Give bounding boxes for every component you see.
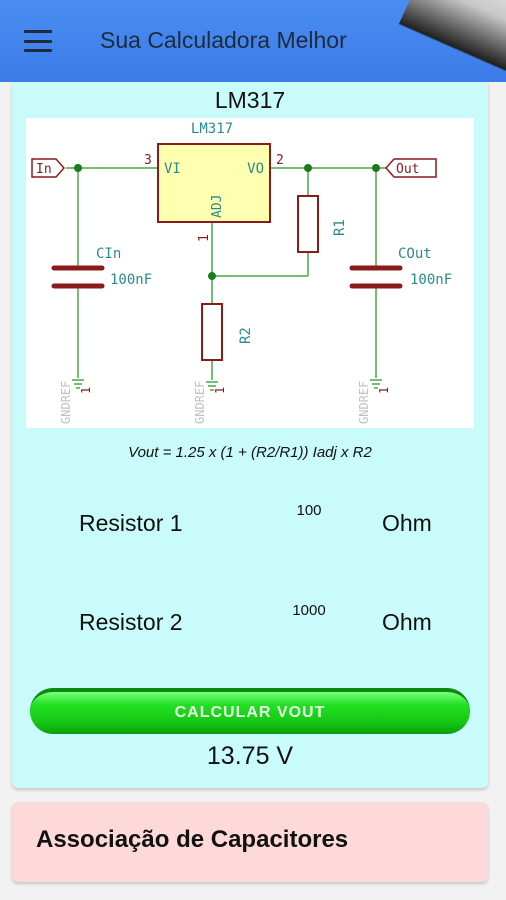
svg-text:100nF: 100nF [410,272,452,288]
svg-text:2: 2 [276,153,284,168]
resistor2-label: Resistor 2 [79,609,183,635]
svg-text:GNDREF: GNDREF [59,381,73,424]
svg-text:1: 1 [213,387,227,394]
svg-text:VI: VI [164,161,181,177]
appbar-sheen [368,0,506,82]
svg-text:LM317: LM317 [191,121,233,137]
resistor1-input[interactable]: 100 [296,502,322,519]
hamburger-menu-icon[interactable] [24,30,52,52]
resistor2-unit: Ohm [382,609,432,635]
svg-text:1: 1 [197,234,212,242]
svg-text:R2: R2 [238,327,254,344]
svg-text:Out: Out [396,162,419,177]
capacitor-association-card[interactable]: Associação de Capacitores [12,802,488,882]
capacitor-association-title: Associação de Capacitores [36,826,349,853]
app-bar: Sua Calculadora Melhor [0,0,506,82]
resistor1-label: Resistor 1 [79,510,183,536]
vout-result: 13.75 V [206,742,294,770]
lm317-schematic: LM317 VI VO ADJ 3 2 1 In Out CIn 100nF C… [26,118,474,428]
vout-formula: Vout = 1.25 x (1 + (R2/R1)) Iadj x R2 [128,444,372,461]
svg-text:R1: R1 [332,219,348,236]
svg-text:COut: COut [398,246,432,262]
svg-text:CIn: CIn [96,246,121,262]
app-title: Sua Calculadora Melhor [100,27,347,53]
resistor2-input[interactable]: 1000 [292,602,326,619]
svg-text:1: 1 [377,387,391,394]
svg-text:In: In [36,162,52,177]
lm317-card: LM317 [12,82,488,788]
calculate-vout-button[interactable]: CALCULAR VOUT [30,688,470,734]
card-title: LM317 [214,87,286,113]
svg-text:VO: VO [247,161,264,177]
svg-text:100nF: 100nF [110,272,152,288]
svg-text:3: 3 [144,153,152,168]
svg-text:ADJ: ADJ [210,195,225,218]
svg-text:1: 1 [79,387,93,394]
svg-text:GNDREF: GNDREF [193,381,207,424]
svg-text:GNDREF: GNDREF [357,381,371,424]
resistor1-unit: Ohm [382,510,432,536]
